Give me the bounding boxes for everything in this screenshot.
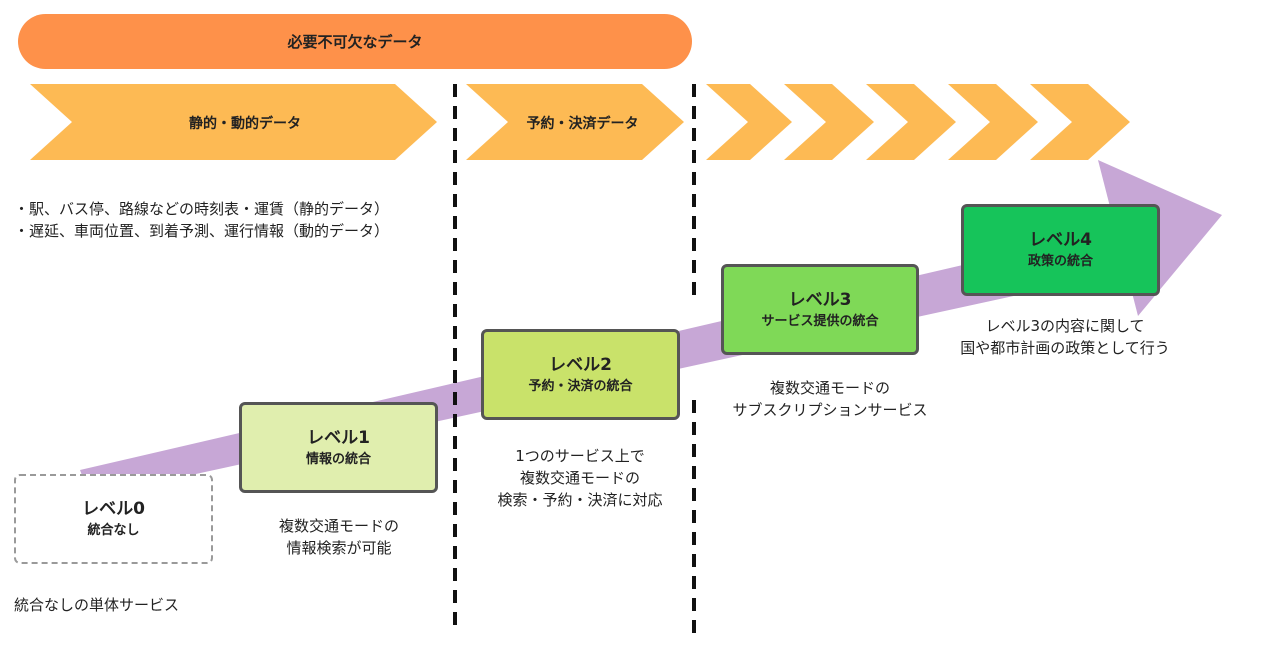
level-3-subtitle: サービス提供の統合 <box>761 313 879 329</box>
data-notes: ・駅、バス停、路線などの時刻表・運賃（静的データ） ・遅延、車両位置、到着予測、… <box>14 198 389 242</box>
level-1-subtitle: 情報の統合 <box>305 451 371 467</box>
level-4-title: レベル4 <box>1029 230 1092 250</box>
level-1-desc-line-2: 情報検索が可能 <box>286 539 392 557</box>
level-1-box: レベル1 情報の統合 <box>239 402 438 493</box>
level-4-subtitle: 政策の統合 <box>1027 254 1093 269</box>
level-0-subtitle: 統合なし <box>87 523 140 538</box>
level-4-description: レベル3の内容に関して 国や都市計画の政策として行う <box>940 315 1190 359</box>
level-0-title: レベル0 <box>82 499 145 519</box>
level-3-box: レベル3 サービス提供の統合 <box>721 264 919 355</box>
level-2-box: レベル2 予約・決済の統合 <box>481 329 680 420</box>
chevron-1 <box>706 84 792 160</box>
level-2-description: 1つのサービス上で 複数交通モードの 検索・予約・決済に対応 <box>470 445 690 511</box>
level-3-title: レベル3 <box>788 289 852 310</box>
essential-data-label: 必要不可欠なデータ <box>287 33 423 51</box>
chevron-booking-payment <box>466 84 684 160</box>
level-1-description: 複数交通モードの 情報検索が可能 <box>239 515 439 559</box>
level-3-description: 複数交通モードの サブスクリプションサービス <box>710 377 950 421</box>
level-2-desc-line-1: 1つのサービス上で <box>515 447 645 465</box>
level-1-title: レベル1 <box>307 427 370 448</box>
data-note-static: ・駅、バス停、路線などの時刻表・運賃（静的データ） <box>14 200 390 218</box>
static-dynamic-label: 静的・動的データ <box>189 116 301 132</box>
level-3-desc-line-2: サブスクリプションサービス <box>732 401 928 419</box>
booking-payment-label: 予約・決済データ <box>526 116 639 132</box>
level-2-desc-line-2: 複数交通モードの <box>519 469 640 487</box>
level-2-subtitle: 予約・決済の統合 <box>528 378 633 394</box>
level-4-desc-line-1: レベル3の内容に関して <box>985 317 1145 335</box>
chevron-static-dynamic <box>30 84 437 160</box>
chevron-4 <box>948 84 1038 160</box>
chevron-3 <box>866 84 956 160</box>
chevron-5 <box>1030 84 1130 160</box>
level-2-desc-line-3: 検索・予約・決済に対応 <box>497 491 663 509</box>
level-2-title: レベル2 <box>549 354 612 375</box>
essential-data-banner: 必要不可欠なデータ <box>18 14 692 69</box>
chevron-2 <box>784 84 874 160</box>
data-note-dynamic: ・遅延、車両位置、到着予測、運行情報（動的データ） <box>14 222 390 240</box>
level-4-box: レベル4 政策の統合 <box>961 204 1160 296</box>
level-1-desc-line-1: 複数交通モードの <box>278 517 399 535</box>
level-0-description: 統合なしの単体サービス <box>14 594 214 616</box>
level-4-desc-line-2: 国や都市計画の政策として行う <box>960 339 1170 357</box>
level-3-desc-line-1: 複数交通モードの <box>769 379 890 397</box>
level-0-desc-line-1: 統合なしの単体サービス <box>14 596 180 614</box>
level-0-box: レベル0 統合なし <box>14 474 213 564</box>
